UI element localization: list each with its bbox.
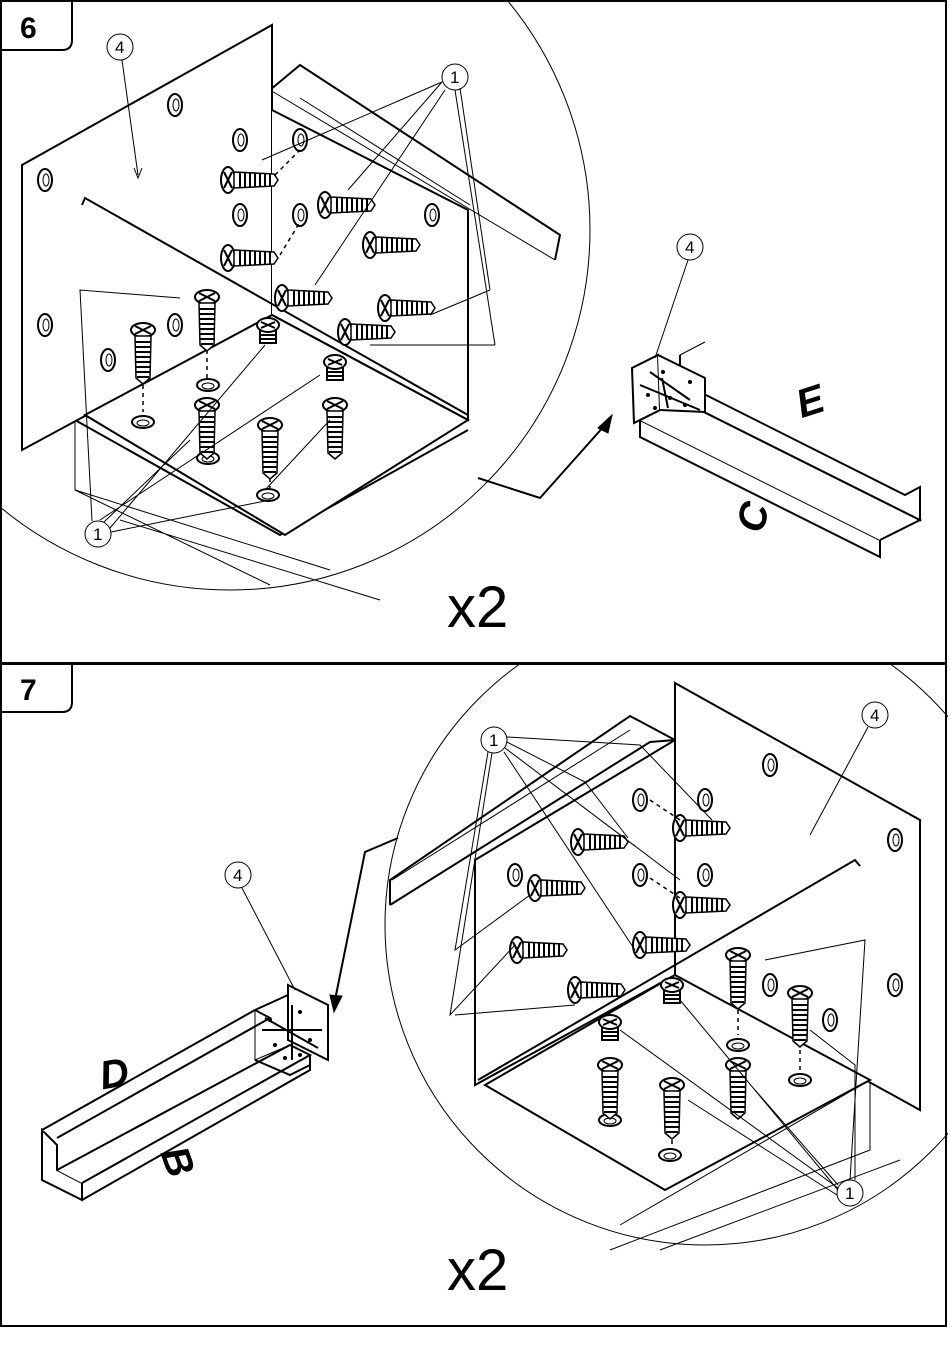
callout-screw-1: 1 [845,1184,854,1203]
callout-screw-1: 1 [489,731,498,750]
callout-screw-1: 1 [93,525,102,544]
quantity-multiplier: x2 [447,575,508,640]
cam-screw [661,978,683,1003]
step-7-panel: 7 [1,605,950,1326]
callout-part-4-small: 4 [685,238,694,257]
detail-leader-arrow [478,425,605,498]
detail-magnifier: 4 1 1 [385,605,950,1250]
step-number: 6 [20,12,37,45]
rail-assembly-D-B: D B 4 [42,862,328,1200]
cam-screw [324,355,346,380]
step-6-panel: 6 [0,0,946,663]
part-label-D: D [96,1050,132,1098]
detail-magnifier: 4 1 1 [0,0,590,600]
part-label-B: B [152,1141,203,1183]
cam-screw [257,318,279,343]
callout-part-4-small: 4 [233,866,242,885]
step-number: 7 [20,674,37,707]
callout-screw-1: 1 [450,68,459,87]
part-label-E: E [791,376,831,426]
cam-screw [599,1015,621,1040]
callout-part-4: 4 [115,38,124,57]
rail-assembly-E-C: E C 4 [632,234,920,557]
quantity-multiplier: x2 [447,1238,508,1303]
callout-part-4: 4 [870,706,879,725]
